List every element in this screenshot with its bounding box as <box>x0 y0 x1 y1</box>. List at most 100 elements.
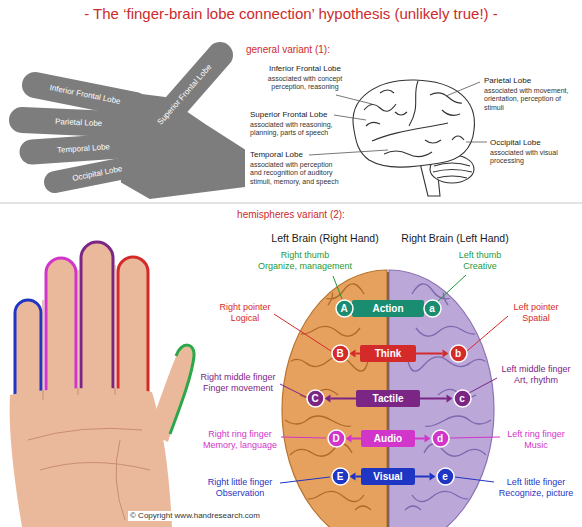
circle-letter: E <box>331 467 350 486</box>
leader-line <box>309 150 388 155</box>
leader-line <box>466 142 487 143</box>
leader-line <box>334 115 366 120</box>
leader-line <box>455 477 494 482</box>
band-label: Audio <box>361 430 415 447</box>
leader-line <box>446 82 480 96</box>
letter-circle: a <box>423 299 442 318</box>
letter-circle: b <box>449 344 468 363</box>
lobe-description: associated with movement, orientation, p… <box>484 87 576 112</box>
connector-arrow <box>416 350 449 358</box>
leader-line <box>274 314 331 351</box>
leader-line <box>281 437 326 438</box>
letter-circle: B <box>331 344 350 363</box>
arrow-head <box>325 395 331 403</box>
arrow-head <box>430 473 436 481</box>
finger-name: Right thumb <box>281 250 330 261</box>
column-heading: Left Brain (Right Hand) <box>271 232 378 245</box>
finger-leader-lines <box>274 275 508 483</box>
connector-arrow <box>350 350 361 358</box>
finger-trait: Finger movement <box>203 383 273 394</box>
lobe-name: Inferior Frontal Lobe <box>269 64 341 74</box>
lobe-name: Parietal Lobe <box>484 76 531 86</box>
finger-trait: Observation <box>216 488 265 499</box>
finger-name: Left pointer <box>513 302 558 313</box>
brain-side-view <box>353 80 474 196</box>
leader-line <box>450 437 500 438</box>
leader-line <box>469 378 497 393</box>
letter-circle: E <box>331 467 350 486</box>
finger-name: Right ring finger <box>208 429 272 440</box>
leader-line <box>333 276 342 299</box>
hand-photo <box>10 242 194 527</box>
hand-silhouette <box>22 55 244 198</box>
circle-letter: B <box>331 344 350 363</box>
circle-fill <box>450 345 467 362</box>
finger-trait: Logical <box>231 313 260 324</box>
palm-creases <box>28 265 150 520</box>
divider-line <box>0 203 582 204</box>
circle-letter: D <box>327 429 346 448</box>
leader-line <box>438 275 466 301</box>
arrow-head <box>350 350 356 358</box>
letter-circle: c <box>453 389 472 408</box>
variant-heading: general variant (1): <box>246 44 330 56</box>
little-finger <box>15 300 41 405</box>
lobe-description: associated with reasoning, planning, par… <box>250 121 342 138</box>
finger-trait: Creative <box>463 261 497 272</box>
circle-letter: b <box>449 344 468 363</box>
leader-line <box>467 316 508 351</box>
function-band: Audio <box>361 430 415 447</box>
band-label: Action <box>352 300 424 317</box>
letter-circle: D <box>327 429 346 448</box>
arrow-head <box>443 350 449 358</box>
circle-fill <box>454 390 471 407</box>
function-band: Visual <box>361 468 415 485</box>
index-finger <box>118 257 148 400</box>
lobe-name: Superior Frontal Lobe <box>250 110 327 120</box>
finger-trait: Organize, management <box>258 261 352 272</box>
title: - The ‘finger-brain lobe connection’ hyp… <box>84 5 498 23</box>
middle-finger <box>81 242 113 398</box>
connector-arrow <box>346 435 362 443</box>
connector-line <box>352 438 362 440</box>
lobe-name: Occipital Lobe <box>490 138 541 148</box>
cerebellum-folds <box>433 163 472 178</box>
circle-letter: c <box>453 389 472 408</box>
circle-letter: d <box>431 429 450 448</box>
lobe-description: associated with visual processing <box>490 149 576 166</box>
connector-line <box>331 398 357 400</box>
arrow-head <box>425 435 431 443</box>
letter-circle: d <box>431 429 450 448</box>
circle-fill <box>432 430 449 447</box>
arrow-head <box>346 435 352 443</box>
variant-heading: hemispheres variant (2): <box>237 209 345 221</box>
finger-trait: Spatial <box>522 313 550 324</box>
copyright-note: © Copyright www.handresearch.com <box>128 511 262 521</box>
finger-name: Left middle finger <box>501 364 570 375</box>
band-label: Tactile <box>356 390 420 407</box>
letter-circle: e <box>436 467 455 486</box>
circle-letter: a <box>423 299 442 318</box>
finger-name: Right little finger <box>208 477 273 488</box>
lobe-description: associated with perception and recogniti… <box>250 161 345 186</box>
connector-arrow <box>325 395 357 403</box>
band-label: Think <box>360 345 416 362</box>
ring-finger <box>46 258 76 400</box>
connector-line <box>420 398 447 400</box>
leader-line <box>280 384 306 397</box>
brain-outline <box>353 80 474 167</box>
finger-name: Left thumb <box>459 250 502 261</box>
thumb <box>148 344 194 442</box>
finger-trait: Recognize, picture <box>499 488 574 499</box>
circle-fill <box>332 345 349 362</box>
finger-trait: Art, rhythm <box>514 375 558 386</box>
finger-name: Left little finger <box>507 477 566 488</box>
palm-shape <box>118 92 244 198</box>
connector-arrow <box>350 473 362 481</box>
thumb-outline <box>170 345 194 434</box>
circle-letter: e <box>436 467 455 486</box>
connector-line <box>416 353 443 355</box>
finger-name: Left ring finger <box>507 429 565 440</box>
connector-line <box>415 438 425 440</box>
function-band: Think <box>360 345 416 362</box>
